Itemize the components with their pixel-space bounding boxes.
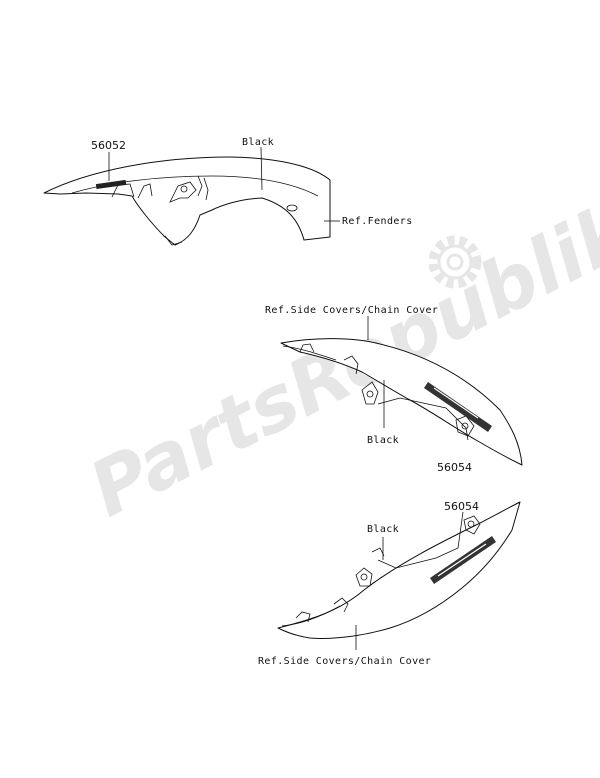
front-fender xyxy=(43,146,340,246)
front-fender-part-number: 56052 xyxy=(91,139,126,152)
upper-cover-part-number: 56054 xyxy=(437,461,472,474)
lower-cover-part-number: 56054 xyxy=(444,500,479,513)
front-fender-ref-label: Ref.Fenders xyxy=(342,216,413,227)
upper-side-cover xyxy=(280,316,523,466)
gear-icon xyxy=(428,235,482,289)
upper-cover-ref-label: Ref.Side Covers/Chain Cover xyxy=(265,305,438,316)
front-fender-color-label: Black xyxy=(242,137,274,148)
decal-56052 xyxy=(95,179,127,190)
lower-side-cover xyxy=(277,501,521,650)
lower-cover-ref-label: Ref.Side Covers/Chain Cover xyxy=(258,656,431,667)
decal-56054-upper xyxy=(424,382,492,432)
front-fender-body xyxy=(43,156,331,246)
upper-cover-color-label: Black xyxy=(367,435,399,446)
upper-side-cover-body xyxy=(280,338,523,466)
lower-cover-color-label: Black xyxy=(367,524,399,535)
